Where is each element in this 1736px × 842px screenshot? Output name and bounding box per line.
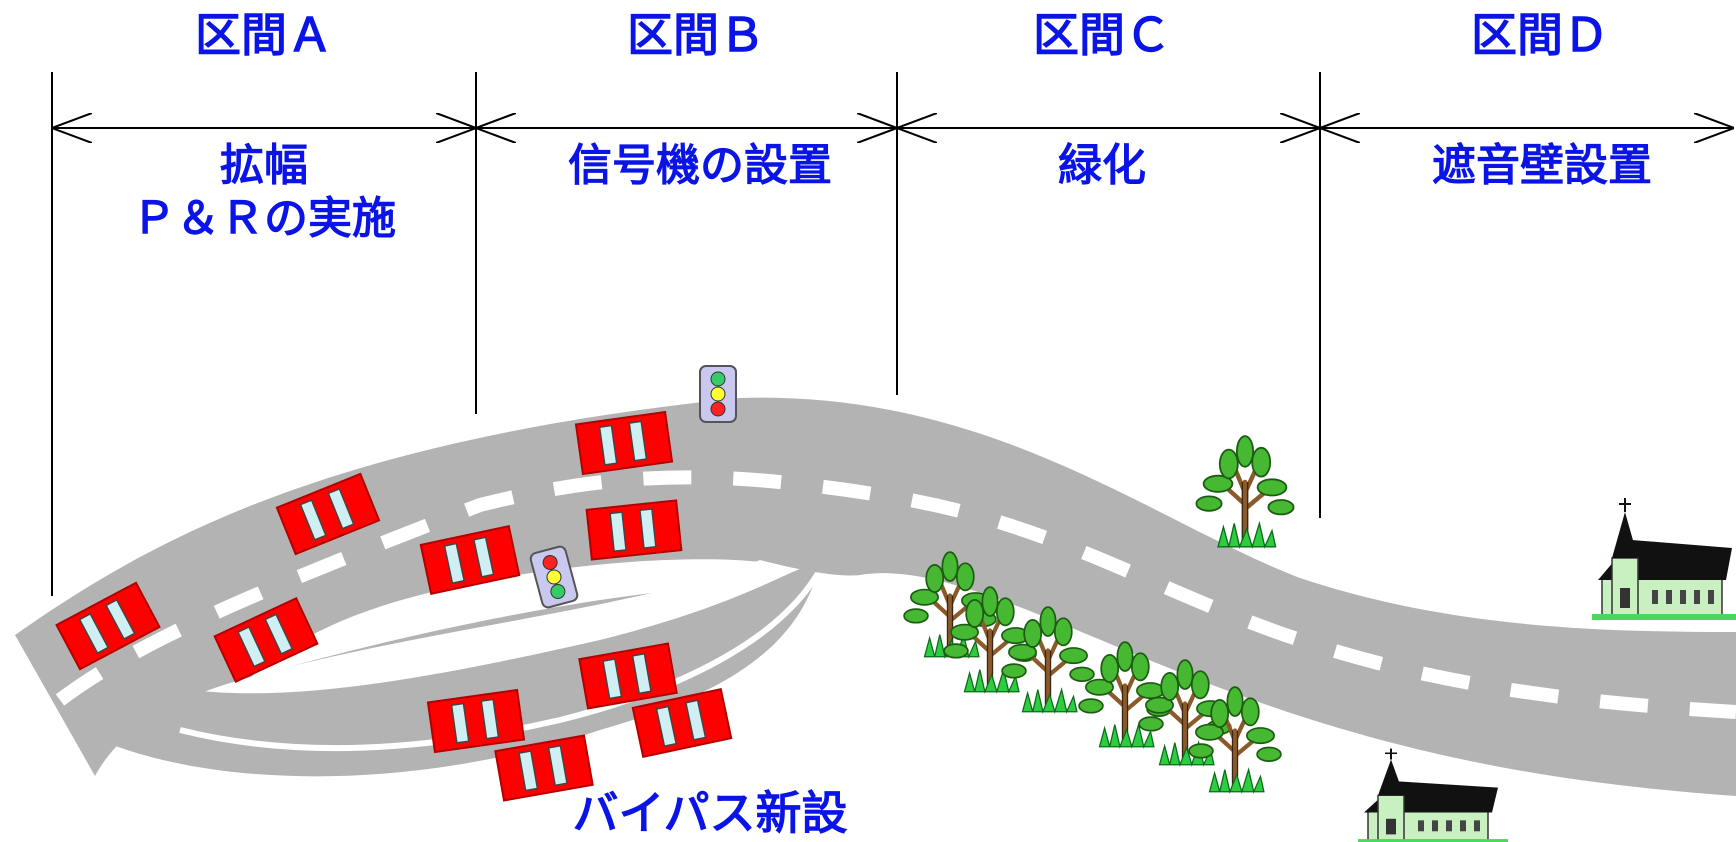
bypass-road-edge xyxy=(179,568,823,752)
section-label-b: 区間Ｂ xyxy=(627,8,765,62)
section-label-d: 区間Ｄ xyxy=(1471,8,1609,62)
measure-label-d-line-1: 遮音壁設置 xyxy=(1432,140,1652,191)
bypass-label: バイパス新設 xyxy=(572,786,848,840)
measure-label-c-line-1: 緑化 xyxy=(1058,140,1146,191)
road-island xyxy=(250,559,764,678)
measure-label-b: 信号機の設置 xyxy=(490,140,910,193)
section-label-c: 区間Ｃ xyxy=(1033,8,1171,62)
section-label-a: 区間Ａ xyxy=(195,8,333,62)
main-road xyxy=(15,397,1736,796)
measure-label-a-line-1: 拡幅 xyxy=(220,140,308,191)
measure-label-c: 緑化 xyxy=(892,140,1312,193)
bypass-road xyxy=(90,564,820,777)
measure-label-d: 遮音壁設置 xyxy=(1332,140,1736,193)
lane-markings xyxy=(55,470,1736,719)
measure-label-b-line-1: 信号機の設置 xyxy=(568,140,832,191)
measure-label-a: 拡幅 Ｐ＆Ｒの実施 xyxy=(54,140,474,246)
measure-label-a-line-2: Ｐ＆Ｒの実施 xyxy=(132,192,396,244)
